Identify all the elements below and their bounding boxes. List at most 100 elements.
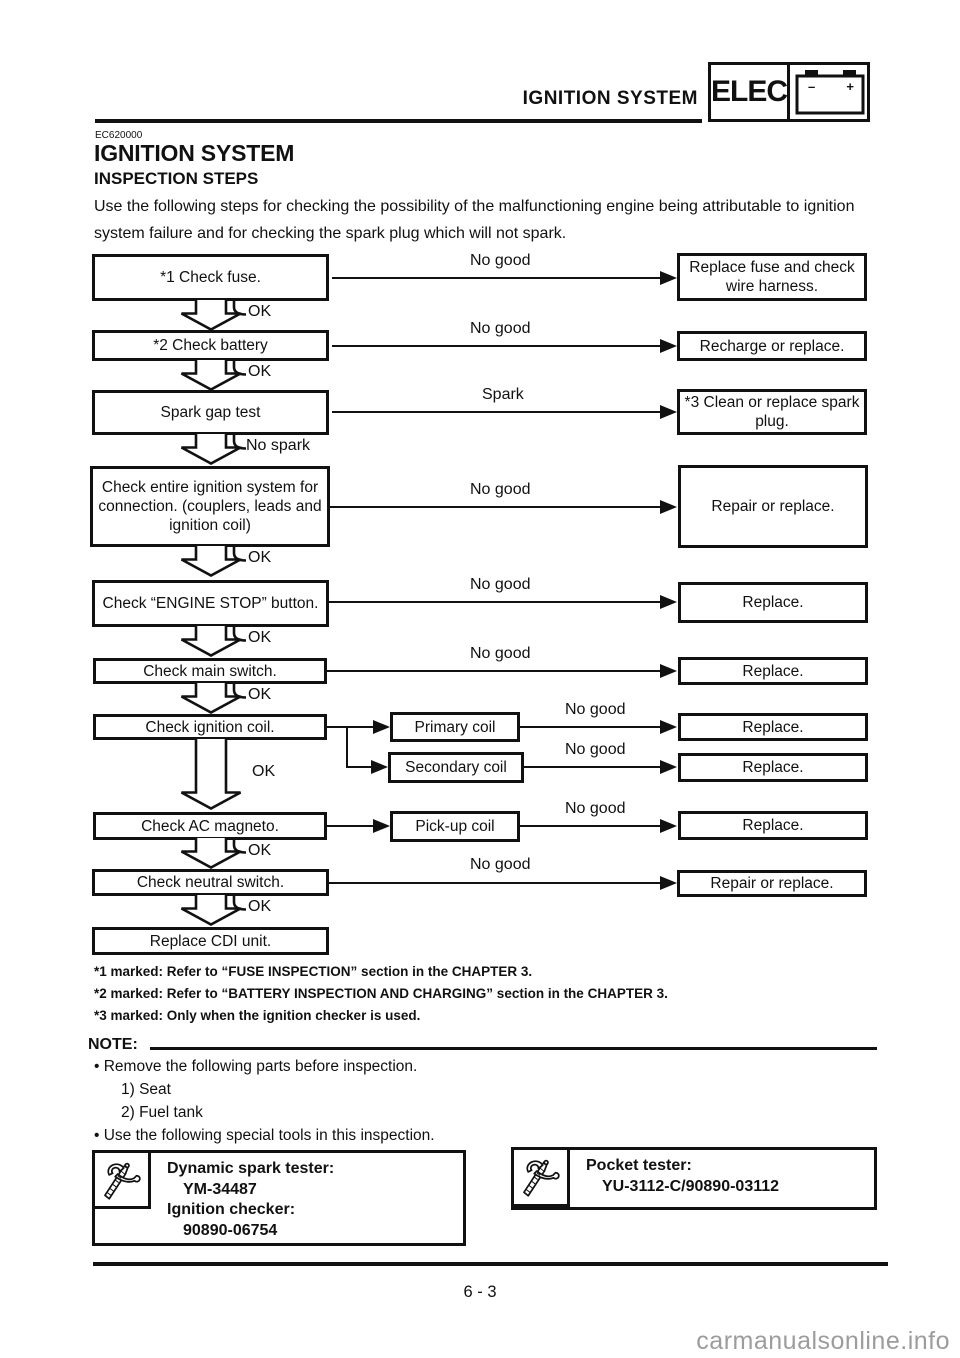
intro-paragraph: Use the following steps for checking the… xyxy=(94,198,855,242)
result-label-no-good: No good xyxy=(565,800,626,817)
arrowhead-icon xyxy=(660,271,677,285)
connector-line xyxy=(327,825,374,827)
flow-action-replace-5: Replace. xyxy=(678,811,868,840)
running-header-title: IGNITION SYSTEM xyxy=(522,88,698,109)
flow-down-arrow xyxy=(180,895,248,926)
page-title: IGNITION SYSTEM xyxy=(94,140,295,166)
battery-icon-graphic xyxy=(795,70,865,115)
flow-action-repair-or-replace-2: Repair or replace. xyxy=(677,870,867,897)
elec-badge-label: ELEC xyxy=(711,65,790,119)
flow-action-recharge: Recharge or replace. xyxy=(677,331,867,361)
page-number: 6 - 3 xyxy=(463,1283,497,1301)
flow-step-check-ignition-coil: Check ignition coil. xyxy=(93,714,327,740)
note-item: 1) Seat xyxy=(121,1081,171,1098)
footer-rule xyxy=(93,1262,888,1266)
result-label-no-good: No good xyxy=(565,741,626,758)
flow-label-ok: OK xyxy=(248,842,272,859)
flow-action-replace-4: Replace. xyxy=(678,753,868,782)
flow-action-replace-3: Replace. xyxy=(678,713,868,741)
tool-number: YM-34487 xyxy=(183,1180,257,1198)
connector-line xyxy=(524,766,660,768)
flow-action-clean-plug: *3 Clean or replace spark plug. xyxy=(677,389,867,435)
connector-line xyxy=(328,882,660,884)
flow-down-arrow xyxy=(180,626,248,657)
arrowhead-icon xyxy=(373,819,390,833)
connector-line xyxy=(330,506,660,508)
footnote-3: *3 marked: Only when the ignition checke… xyxy=(94,1008,421,1023)
crossed-tools-icon xyxy=(522,1159,560,1197)
connector-line xyxy=(346,726,348,768)
flow-label-no-spark: No spark xyxy=(246,437,311,454)
flow-action-replace-fuse: Replace fuse and check wire harness. xyxy=(677,253,867,301)
battery-icon: – + xyxy=(790,65,870,119)
tool-box-pocket-tester: Pocket tester: YU-3112-C/90890-03112 xyxy=(511,1147,877,1210)
connector-line xyxy=(520,825,660,827)
crossed-tools-icon xyxy=(103,1162,141,1200)
arrowhead-icon xyxy=(660,595,677,609)
flow-down-arrow xyxy=(180,434,248,465)
connector-line xyxy=(327,726,348,728)
battery-plus-sign: + xyxy=(846,79,854,94)
flow-label-ok: OK xyxy=(248,629,272,646)
footnote-1: *1 marked: Refer to “FUSE INSPECTION” se… xyxy=(94,964,533,979)
flow-box-secondary-coil: Secondary coil xyxy=(388,752,524,783)
flow-down-arrow xyxy=(180,838,248,869)
arrowhead-icon xyxy=(660,664,677,678)
flow-box-pickup-coil: Pick-up coil xyxy=(390,811,520,842)
connector-line xyxy=(332,277,660,279)
flow-down-arrow xyxy=(180,546,248,577)
result-label-no-good: No good xyxy=(470,576,531,593)
tool-box-spark-tester: Dynamic spark tester: YM-34487 Ignition … xyxy=(92,1150,466,1246)
arrowhead-icon xyxy=(660,876,677,890)
result-label-no-good: No good xyxy=(470,481,531,498)
note-item: • Remove the following parts before insp… xyxy=(94,1058,418,1075)
section-subtitle: INSPECTION STEPS xyxy=(94,169,259,188)
tool-number: YU-3112-C/90890-03112 xyxy=(602,1177,780,1195)
flow-action-replace-2: Replace. xyxy=(678,657,868,685)
arrowhead-icon xyxy=(660,339,677,353)
arrowhead-icon xyxy=(371,760,388,774)
result-label-no-good: No good xyxy=(470,320,531,337)
result-label-no-good: No good xyxy=(470,856,531,873)
arrowhead-icon xyxy=(660,405,677,419)
result-label-spark: Spark xyxy=(482,386,524,403)
flow-step-check-main-switch: Check main switch. xyxy=(93,658,327,684)
flow-label-ok: OK xyxy=(248,303,272,320)
flow-label-ok: OK xyxy=(248,549,272,566)
arrowhead-icon xyxy=(373,720,390,734)
flow-down-arrow xyxy=(180,360,248,391)
flow-action-repair-or-replace: Repair or replace. xyxy=(678,465,868,548)
section-code: EC620000 xyxy=(95,130,143,141)
flow-label-ok: OK xyxy=(252,763,276,780)
special-tool-icon xyxy=(95,1153,151,1209)
arrowhead-icon xyxy=(660,500,677,514)
footnote-2: *2 marked: Refer to “BATTERY INSPECTION … xyxy=(94,986,668,1001)
tool-number: 90890-06754 xyxy=(183,1221,278,1239)
battery-minus-sign: – xyxy=(808,79,816,94)
note-item: • Use the following special tools in thi… xyxy=(94,1127,435,1144)
result-label-no-good: No good xyxy=(470,645,531,662)
note-rule xyxy=(150,1047,877,1050)
flow-step-check-neutral-switch: Check neutral switch. xyxy=(92,869,329,896)
connector-line xyxy=(520,726,660,728)
flow-step-check-ignition-system: Check entire ignition system for connect… xyxy=(90,466,330,547)
connector-line xyxy=(328,601,660,603)
flow-down-arrow-tall xyxy=(180,739,242,810)
flow-step-replace-cdi: Replace CDI unit. xyxy=(92,927,329,955)
special-tool-icon xyxy=(514,1150,570,1207)
arrowhead-icon xyxy=(660,760,677,774)
result-label-no-good: No good xyxy=(470,252,531,269)
flow-step-check-engine-stop: Check “ENGINE STOP” button. xyxy=(92,580,329,627)
flow-box-primary-coil: Primary coil xyxy=(390,712,520,742)
result-label-no-good: No good xyxy=(565,701,626,718)
flow-label-ok: OK xyxy=(248,686,272,703)
arrowhead-icon xyxy=(660,720,677,734)
connector-line xyxy=(332,411,660,413)
note-label: NOTE: xyxy=(88,1036,138,1053)
arrowhead-icon xyxy=(660,819,677,833)
connector-line xyxy=(327,670,660,672)
tool-name: Ignition checker: xyxy=(167,1201,296,1218)
watermark: carmanualsonline.info xyxy=(696,1327,950,1355)
tool-name: Dynamic spark tester: xyxy=(167,1160,335,1177)
